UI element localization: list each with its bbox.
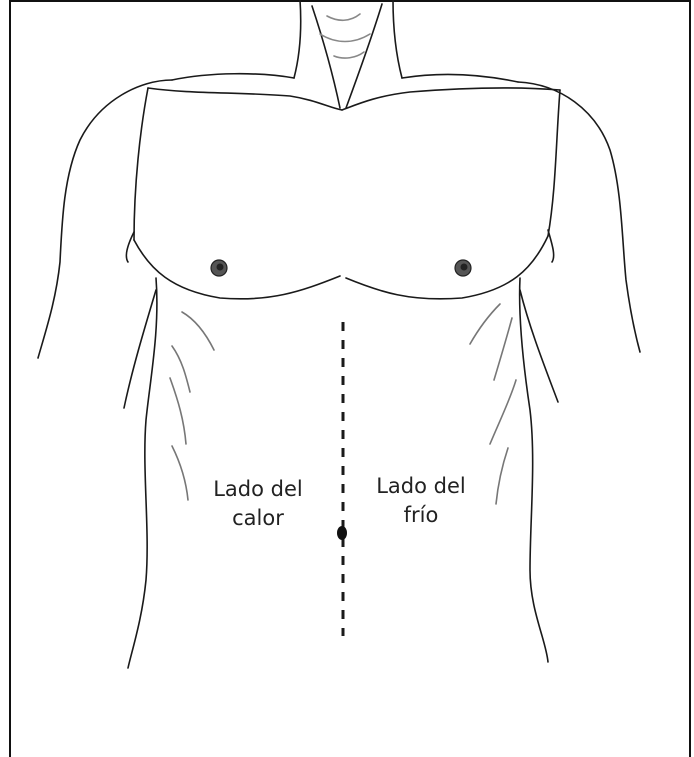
armpit-right xyxy=(548,230,554,262)
pectoral-left-upper xyxy=(134,88,148,240)
trapezius-left xyxy=(172,74,294,80)
left-shoulder xyxy=(38,80,172,358)
neck-left-line xyxy=(294,0,301,78)
rib-left-4 xyxy=(172,446,188,500)
clavicle-left xyxy=(148,88,342,110)
rib-right-1 xyxy=(470,304,500,344)
label-heat-side: Lado del calor xyxy=(204,475,312,534)
pectoral-right-upper xyxy=(548,90,560,236)
throat-line-2 xyxy=(320,34,370,42)
label-cold-line1: Lado del xyxy=(367,472,475,501)
rib-right-3 xyxy=(490,380,516,444)
pectoral-left-lower xyxy=(134,240,340,299)
label-heat-line2: calor xyxy=(204,504,312,533)
inner-arm-right xyxy=(520,290,558,402)
pectoral-right-lower xyxy=(346,236,548,299)
rib-left-3 xyxy=(170,378,186,444)
rib-right-4 xyxy=(496,448,508,504)
neck-right-line xyxy=(393,0,402,78)
label-cold-line2: frío xyxy=(367,501,475,530)
clavicle-right xyxy=(342,88,560,110)
nipple-right xyxy=(455,260,471,276)
rib-left-1 xyxy=(182,312,214,350)
navel-point xyxy=(337,526,347,540)
label-heat-line1: Lado del xyxy=(204,475,312,504)
trapezius-right xyxy=(402,75,518,82)
rib-right-2 xyxy=(494,318,512,380)
throat-line-1 xyxy=(327,14,360,20)
armpit-left xyxy=(126,232,134,262)
right-shoulder xyxy=(518,82,640,352)
inner-arm-left xyxy=(124,290,156,408)
label-cold-side: Lado del frío xyxy=(367,472,475,531)
throat-line-3 xyxy=(334,52,364,58)
nipple-left xyxy=(211,260,227,276)
rib-left-2 xyxy=(172,346,190,392)
